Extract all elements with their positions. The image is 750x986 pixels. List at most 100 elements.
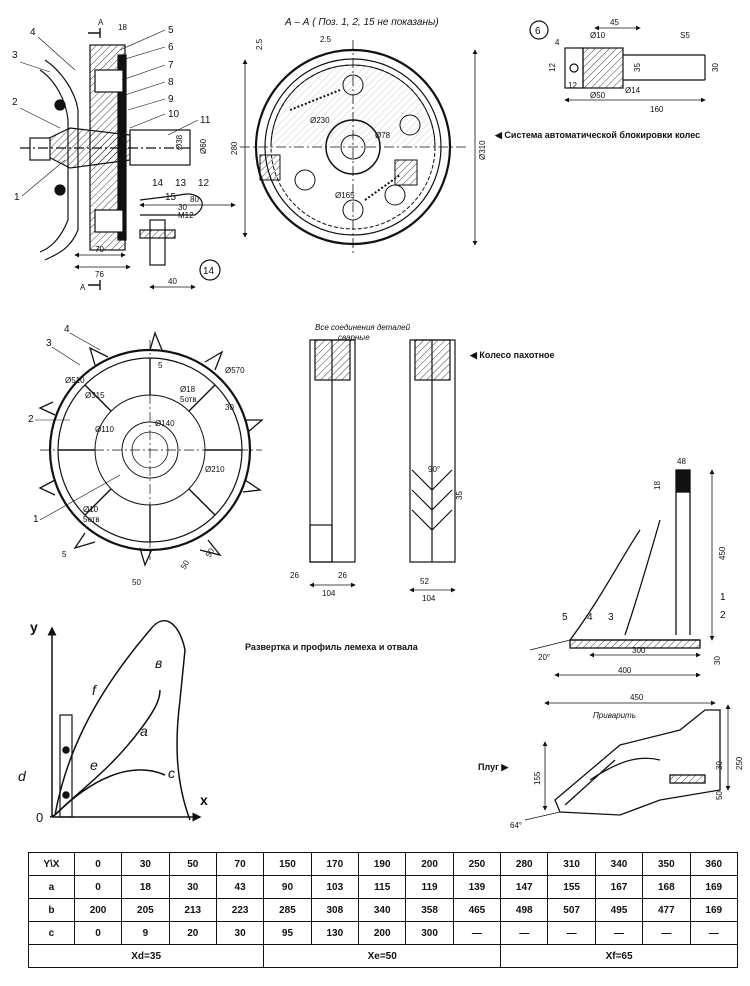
table-cell: 30 [215,921,265,945]
table-cell: — [689,921,739,945]
line-d-label: d [18,768,27,784]
wheel-callout-2: 2 [28,414,34,425]
table-header-cell: 340 [594,852,644,876]
dim-50-right: 50 [715,791,724,800]
callout-5: 5 [168,25,174,36]
callout-9: 9 [168,94,174,105]
dim-d570: Ø570 [225,366,245,375]
dim-d60: Ø60 [199,138,208,154]
dim-250: 250 [735,756,744,770]
table-cell: 95 [263,921,312,945]
dim-d110: Ø110 [95,425,115,434]
dim-d165: Ø165 [335,191,355,200]
share-callout-1: 1 [720,592,726,603]
table-cell: 20 [168,921,217,945]
dim-450-top: 450 [630,693,644,702]
table-cell: — [594,921,644,945]
section-title: А – А ( Поз. 1, 2, 15 не показаны) [284,17,439,28]
dim-5otv-bottom: 5отв [83,515,100,524]
dim-104-right: 104 [422,594,436,603]
table-cell: 200 [358,921,407,945]
section-mark-top: A [98,18,104,27]
dim-12-left: 12 [548,63,557,72]
dim-18: 18 [653,481,662,490]
table-cell: 358 [405,898,454,922]
axis-x: x [200,792,208,808]
callout-13: 13 [175,178,187,189]
dim-d10: Ø10 [590,31,606,40]
callout-14: 14 [152,178,164,189]
section-a-a-view [240,40,478,255]
footer-xe: Xe=50 [263,944,502,968]
dim-d10: Ø10 [83,505,99,514]
table-cell: 495 [594,898,644,922]
dim-d50: Ø50 [590,91,606,100]
table-cell: 147 [500,875,549,899]
table-cell: 507 [547,898,596,922]
callout-10: 10 [168,109,180,120]
table-cell: 300 [405,921,454,945]
table-cell: 90 [263,875,312,899]
table-cell: 119 [405,875,454,899]
dim-d78: Ø78 [375,131,391,140]
table-cell: 205 [121,898,170,922]
callout-15: 15 [165,192,177,203]
dim-160: 160 [650,105,664,114]
table-cell: 169 [689,875,739,899]
line-f-label: f [92,682,98,698]
part-6-detail [529,20,706,103]
table-cell: b [28,898,75,922]
dim-300: 300 [632,646,646,655]
table-cell: 130 [310,921,360,945]
table-header-cell: 280 [500,852,549,876]
table-row-b: b 200 205 213 223 285 308 340 358 465 49… [28,898,739,922]
dim-280: 280 [230,141,239,155]
table-cell: 43 [215,875,265,899]
callout-8: 8 [168,77,174,88]
table-cell: 465 [452,898,502,922]
table-header-cell: 360 [689,852,739,876]
dim-50-tooth: 50 [179,558,192,571]
dim-d510: Ø510 [65,376,85,385]
table-cell: 103 [310,875,360,899]
table-header-cell: 170 [310,852,360,876]
table-header-cell: 200 [405,852,454,876]
coordinates-table: Y\X 0 30 50 70 150 170 190 200 250 280 3… [27,852,739,968]
table-cell: 168 [642,875,691,899]
dim-30: 30 [178,203,187,212]
dim-20deg: 20° [538,653,550,662]
dim-155: 155 [533,771,542,785]
dim-104-left: 104 [322,589,336,598]
table-cell: 0 [73,875,123,899]
table-cell: 340 [358,898,407,922]
table-cell: 285 [263,898,312,922]
callout-1: 1 [14,192,20,203]
origin-0: 0 [36,810,43,825]
callout-6: 6 [168,42,174,53]
share-callout-4: 4 [587,612,593,623]
graph-labels: y x 0 a в c d e f [18,619,208,825]
wheel-callout-4: 4 [64,324,70,335]
profile-dimensions: 26 26 104 52 104 90° 35 [290,465,464,603]
dim-35: 35 [633,63,642,72]
table-cell: 477 [642,898,691,922]
unfold-graph [47,620,202,822]
caption-plough-wheel: ◀ Колесо пахотное [469,350,555,360]
dim-64deg: 64° [510,821,522,830]
table-cell: — [452,921,502,945]
brake-hub-assembly [20,28,236,290]
plough-wheel [38,331,264,567]
curve-c-label: c [168,765,175,781]
callout-11: 11 [200,115,211,126]
dim-d14: Ø14 [625,86,641,95]
caption-welded-line2: сварные [338,333,370,342]
table-header-cell: 250 [452,852,502,876]
plough-dims: 450 30 250 155 50 64° [510,693,744,830]
table-cell: 155 [547,875,596,899]
dim-26-right: 26 [338,571,347,580]
callout-3: 3 [12,50,18,61]
table-cell: 200 [73,898,123,922]
footer-xf: Xf=65 [500,944,738,968]
dim-76: 76 [95,270,104,279]
table-header-cell: 30 [121,852,170,876]
